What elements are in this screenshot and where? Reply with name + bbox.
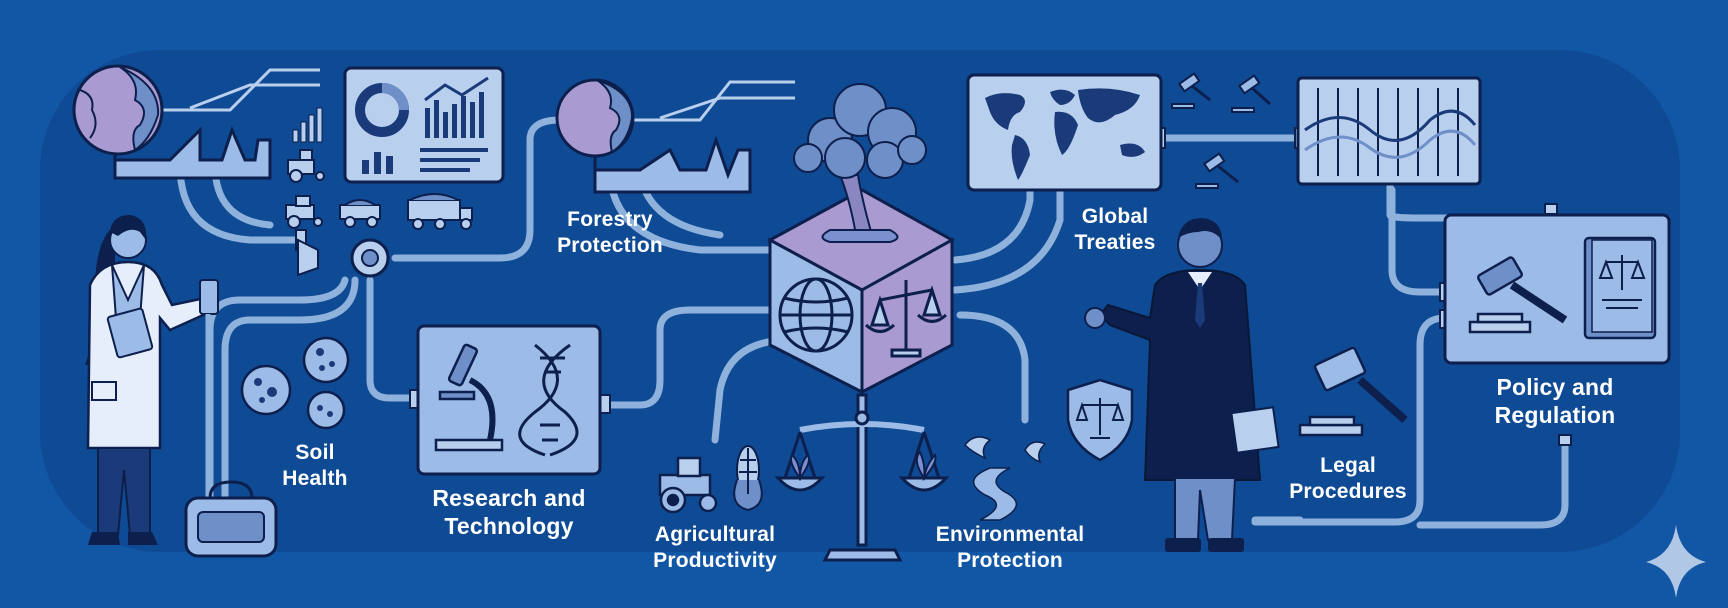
gavel-icon [1298,346,1408,437]
policy-panel [1443,213,1671,365]
clipboard-icon [106,307,154,359]
connector-pipes [176,116,1569,529]
tractor-icon [658,456,718,514]
microbe-icon [240,336,350,430]
tractor-icon [287,149,325,183]
data-chart-panel [1296,76,1482,186]
bar-chart-icon [362,92,484,174]
gavel-icon [1468,256,1568,334]
scales-icon [774,393,950,562]
river-icon [973,467,1017,521]
truck-icon [285,193,473,230]
globe-icon [72,64,164,156]
research-panel [416,324,602,476]
scales-icon [864,280,948,358]
sparkle-icon [1646,525,1706,598]
donut-chart-icon [355,83,409,137]
scientist-figure [85,215,221,545]
equipment-bag [184,480,278,558]
dove-icon [964,436,1047,464]
tree-icon [793,83,927,243]
shield-icon [1066,378,1134,462]
microscope-icon [434,343,504,452]
phone-icon [199,279,219,315]
terrain-panel-left [113,68,320,180]
gavel-icon [1171,72,1271,189]
lawyer-figure [1084,218,1280,552]
globe-icon [778,277,854,353]
terrain-panel-forestry [593,80,795,194]
bar-chart-icon [292,107,323,143]
document-icon [1230,406,1280,454]
pipe-valve [297,238,390,278]
dashboard-panel [343,66,505,184]
law-book-icon [1583,236,1657,340]
dna-icon [518,343,579,457]
central-cube [766,188,956,395]
plant-icon [790,450,937,482]
world-map-icon [966,73,1163,192]
globe-icon [555,78,635,158]
corn-icon [733,445,763,512]
